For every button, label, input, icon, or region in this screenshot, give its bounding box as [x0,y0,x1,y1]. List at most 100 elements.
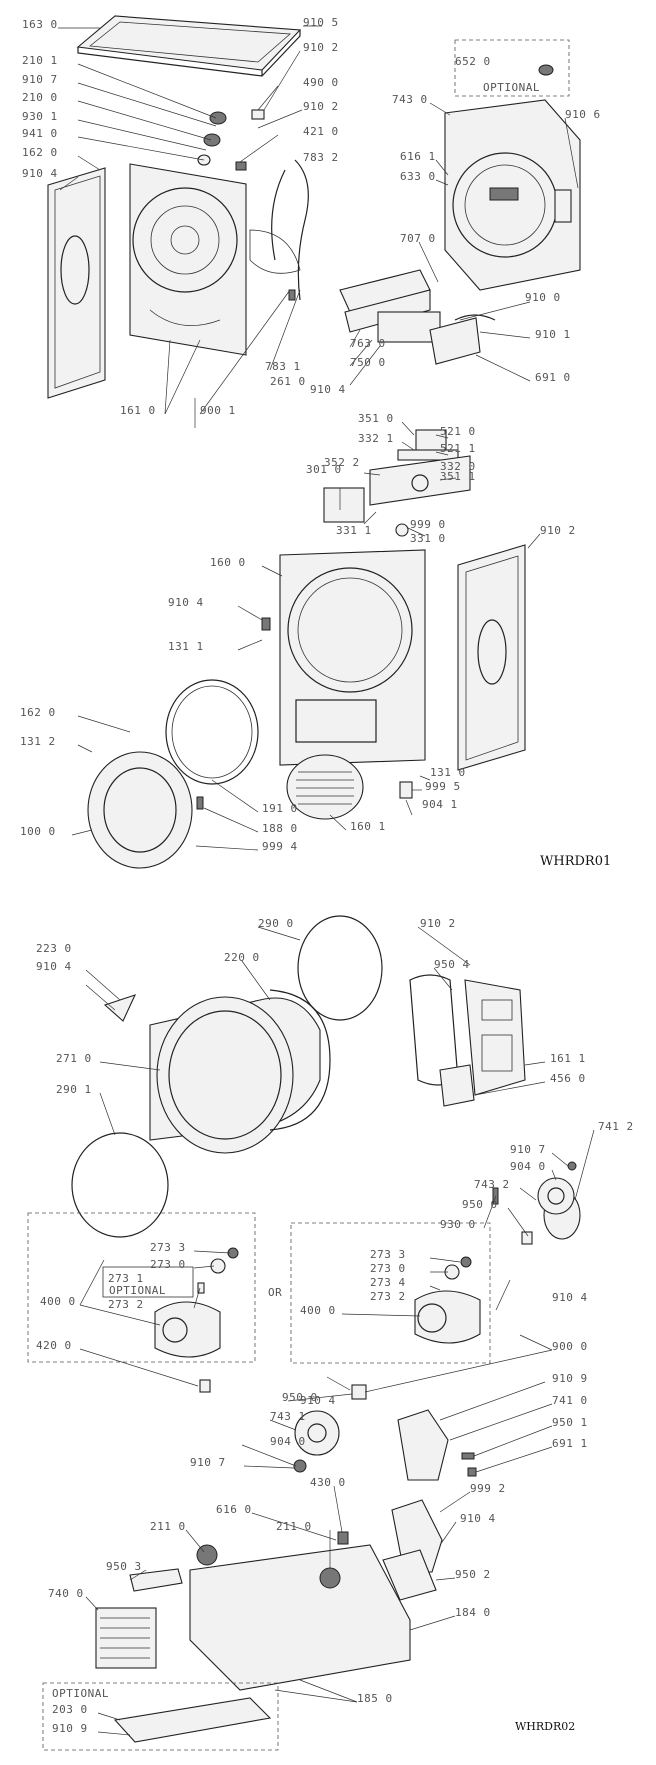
callout-sheet2-41: 211 0 [150,1520,186,1533]
callout-sheet2-44: 950 3 [106,1560,142,1573]
callout-sheet2-22: 273 4 [370,1276,406,1289]
callout-sheet2-38: 430 0 [310,1476,346,1489]
callout-sheet2-24: 400 0 [40,1295,76,1308]
or-label: OR [268,1286,282,1299]
back-panel [129,163,247,356]
callout-sheet1-4: 910 7 [22,73,58,86]
callout-sheet2-30: 910 9 [552,1372,588,1385]
callout-sheet2-31: 950 0 [282,1391,318,1404]
callout-sheet2-33: 743 1 [270,1410,306,1423]
callout-sheet2-2: 223 0 [36,942,72,955]
callout-sheet1-39: 999 0 [410,518,446,531]
rear-duct [409,974,526,1107]
callout-sheet1-6: 210 0 [22,91,58,104]
callout-sheet1-18: 633 0 [400,170,436,183]
callout-sheet1-10: 941 0 [22,127,58,140]
callout-sheet2-36: 691 1 [552,1437,588,1450]
callout-sheet2-4: 220 0 [224,951,260,964]
callout-sheet1-8: 930 1 [22,110,58,123]
callout-sheet2-12: 904 0 [510,1160,546,1173]
callout-sheet1-23: 763 0 [350,337,386,350]
callout-sheet1-45: 162 0 [20,706,56,719]
callout-sheet1-14: 652 0 [455,55,491,68]
callout-sheet2-45: 950 2 [455,1568,491,1581]
callout-sheet1-25: 261 0 [270,375,306,388]
callout-sheet2-16: 273 3 [150,1241,186,1254]
door-assembly [87,617,413,869]
callout-sheet1-29: 900 1 [200,404,236,417]
callout-sheet1-7: 910 2 [303,100,339,113]
callout-sheet1-38: 331 1 [336,524,372,537]
callout-sheet2-21: 273 0 [370,1262,406,1275]
callouts-sheet1: 163 0 910 5 210 1 910 2 910 7 490 0 210 0 910 2… [20,16,600,853]
callout-sheet2-29: 910 4 [552,1291,588,1304]
callout-sheet1-1: 910 5 [303,16,339,29]
callout-sheet2-34: 950 1 [552,1416,588,1429]
callout-sheet1-40: 331 0 [410,532,446,545]
callout-sheet2-19: 273 2 [108,1298,144,1311]
callout-sheet2-9: 290 1 [56,1083,92,1096]
sheet-label-1: WHRDR01 [540,854,611,869]
callout-sheet2-50: 910 9 [52,1722,88,1735]
callout-sheet2-6: 271 0 [56,1052,92,1065]
motor-option-box-2 [290,1222,491,1364]
callout-sheet1-19: 707 0 [400,232,436,245]
callout-sheet1-21: 910 1 [535,328,571,341]
callout-sheet1-9: 421 0 [303,125,339,138]
callout-sheet2-40: 616 0 [216,1503,252,1516]
callout-sheet1-49: 904 1 [422,798,458,811]
callout-sheet1-46: 131 2 [20,735,56,748]
leaders-sheet1 [58,25,579,851]
side-panel-right [457,544,526,771]
callout-sheet2-46: 740 0 [48,1587,84,1600]
callout-sheet2-27: 420 0 [36,1339,72,1352]
drum [71,915,383,1238]
callout-sheet2-37: 910 7 [190,1456,226,1469]
callout-sheet1-13: 910 4 [22,167,58,180]
callout-sheet1-26: 910 4 [310,383,346,396]
callout-sheet1-0: 163 0 [22,18,58,31]
callout-sheet2-1: 910 2 [420,917,456,930]
callout-sheet1-31: 521 0 [440,425,476,438]
blower-lower [293,1384,477,1481]
callout-sheet1-34: 352 2 [324,456,360,469]
motor-option-box-1: OPTIONAL [27,1212,256,1393]
callout-sheet2-20: 273 3 [370,1248,406,1261]
callout-sheet2-17: 273 0 [150,1258,186,1271]
optional-box-bottom: OPTIONAL [42,1682,279,1751]
callout-sheet2-10: 741 2 [598,1120,634,1133]
callout-sheet1-52: 188 0 [262,822,298,835]
callout-sheet1-17: 616 1 [400,150,436,163]
bearing-parts [197,109,265,171]
callout-sheet2-49: 185 0 [357,1692,393,1705]
front-panel [279,549,426,766]
callout-sheet1-47: 131 0 [430,766,466,779]
fan-right [492,1161,581,1245]
callout-sheet2-43: 910 4 [460,1512,496,1525]
front-housing [444,99,581,291]
callout-sheet1-2: 210 1 [22,54,58,67]
callout-sheet2-32: 741 0 [552,1394,588,1407]
callout-sheet1-50: 191 0 [262,802,298,815]
callout-sheet1-5: 490 0 [303,76,339,89]
base-assembly [95,1544,437,1691]
callout-sheet2-35: 904 0 [270,1435,306,1448]
callout-sheet1-15: 743 0 [392,93,428,106]
leaders-sheet2 [79,926,595,1736]
callout-sheet1-54: 999 4 [262,840,298,853]
callout-sheet1-3: 910 2 [303,41,339,54]
callout-sheet2-14: 950 0 [462,1198,498,1211]
callout-sheet1-32: 332 1 [358,432,394,445]
callout-sheet2-7: 161 1 [550,1052,586,1065]
callout-sheet2-3: 910 4 [36,960,72,973]
cables [249,159,309,301]
callout-sheet2-0: 290 0 [258,917,294,930]
callout-sheet2-23: 273 2 [370,1290,406,1303]
callout-sheet1-20: 910 0 [525,291,561,304]
callout-sheet2-47: 184 0 [455,1606,491,1619]
callout-sheet1-33: 521 1 [440,442,476,455]
callout-sheet1-53: 160 1 [350,820,386,833]
